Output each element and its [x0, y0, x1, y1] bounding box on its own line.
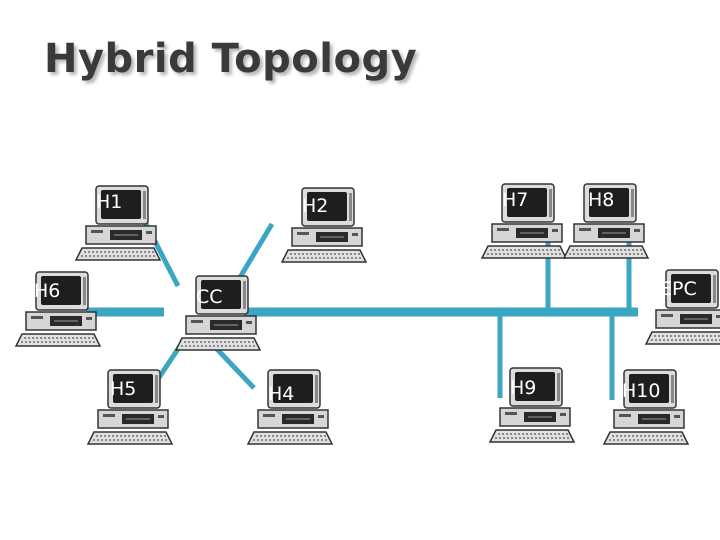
- diagram-title: Hybrid Topology: [44, 36, 418, 82]
- node-label: EPC: [660, 278, 697, 300]
- node-label: H1: [96, 191, 122, 213]
- node-epc: EPC: [645, 269, 720, 345]
- node-label: H6: [34, 280, 60, 302]
- node-h6: H6: [15, 271, 101, 347]
- node-h1: H1: [75, 185, 161, 261]
- node-cc: CC: [175, 275, 261, 351]
- node-label: CC: [196, 286, 223, 308]
- node-label: H4: [268, 383, 294, 405]
- node-h10: H10: [603, 369, 689, 445]
- link-cc-h4: [212, 344, 256, 390]
- node-label: H7: [502, 189, 528, 211]
- node-label: H5: [110, 378, 136, 400]
- link-cc-h2: [233, 222, 275, 286]
- node-h9: H9: [489, 367, 575, 443]
- computer-icon: [247, 369, 333, 445]
- node-label: H10: [622, 380, 660, 402]
- node-label: H2: [302, 195, 328, 217]
- node-label: H8: [588, 189, 614, 211]
- node-label: H9: [510, 377, 536, 399]
- node-h7: H7: [481, 183, 567, 259]
- node-h2: H2: [281, 187, 367, 263]
- node-h5: H5: [87, 369, 173, 445]
- node-h8: H8: [563, 183, 649, 259]
- node-h4: H4: [247, 369, 333, 445]
